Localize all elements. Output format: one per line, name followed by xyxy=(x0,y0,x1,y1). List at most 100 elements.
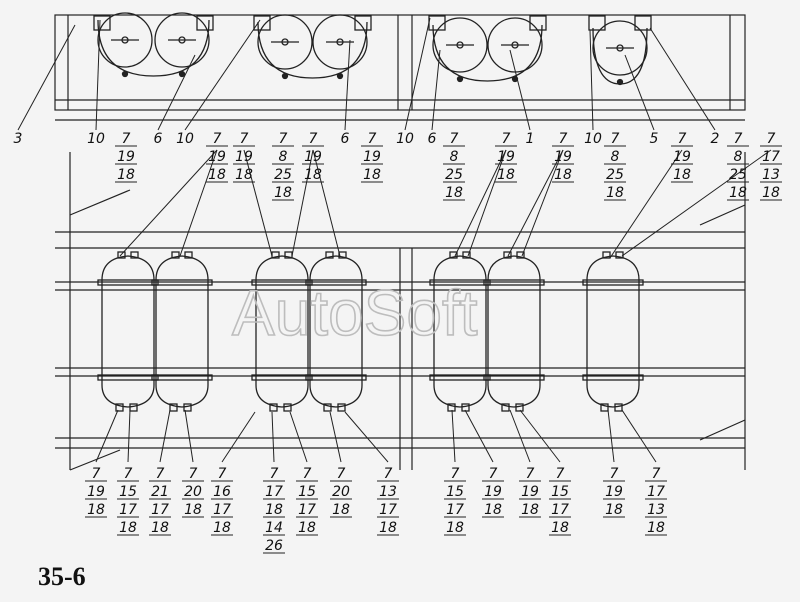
callout-number: 7 xyxy=(767,131,776,147)
callout-number: 25 xyxy=(606,167,624,183)
callout-number: 20 xyxy=(184,484,202,500)
lower-receivers xyxy=(97,251,644,412)
callout-number: 16 xyxy=(213,484,231,500)
callout-number: 18 xyxy=(298,520,316,536)
callout-number: 7 xyxy=(279,131,288,147)
callout-number: 7 xyxy=(610,466,619,482)
callout-number: 19 xyxy=(497,149,515,165)
callout-number: 19 xyxy=(235,149,253,165)
callout-stack: 7 15 17 18 xyxy=(296,466,318,536)
callout-number: 7 xyxy=(92,466,101,482)
callout-number: 18 xyxy=(151,520,169,536)
leader-lines xyxy=(17,17,772,463)
callout-number: 18 xyxy=(379,520,397,536)
callout-number: 7 xyxy=(189,466,198,482)
leader-line xyxy=(119,149,218,257)
figure-number: 35-6 xyxy=(38,562,86,591)
upper-receivers xyxy=(93,12,652,86)
upper-receiver xyxy=(432,17,488,83)
callout-number: 17 xyxy=(298,502,316,518)
mounting-strap xyxy=(253,15,372,79)
callout-stack: 10 xyxy=(87,131,105,147)
callout-number: 19 xyxy=(554,149,572,165)
callout-number: 18 xyxy=(235,167,253,183)
leader-line xyxy=(221,411,256,463)
leader-line xyxy=(609,149,683,259)
callout-stack: 10 xyxy=(176,131,194,147)
callout-number: 7 xyxy=(124,466,133,482)
callout-number: 15 xyxy=(446,484,464,500)
callout-number: 10 xyxy=(176,131,194,147)
leader-line xyxy=(289,411,308,463)
callout-number: 8 xyxy=(279,149,288,165)
leader-line xyxy=(431,49,441,131)
callout-number: 19 xyxy=(117,149,135,165)
callout-number: 15 xyxy=(119,484,137,500)
leader-line xyxy=(454,149,507,257)
callout-number: 18 xyxy=(521,502,539,518)
upper-receiver xyxy=(257,14,313,80)
callout-number: 7 xyxy=(450,131,459,147)
callout-number: 7 xyxy=(559,131,568,147)
lower-receiver xyxy=(97,251,159,412)
leader-line xyxy=(184,19,261,131)
callout-number: 19 xyxy=(208,149,226,165)
callout-number: 15 xyxy=(298,484,316,500)
callout-number: 18 xyxy=(213,520,231,536)
leader-line xyxy=(464,409,494,463)
leader-line xyxy=(17,24,76,131)
callout-number: 18 xyxy=(606,185,624,201)
callout-number: 19 xyxy=(605,484,623,500)
callout-number: 21 xyxy=(151,484,169,500)
callout-number: 7 xyxy=(303,466,312,482)
leader-line xyxy=(271,411,275,463)
callout-number: 6 xyxy=(428,131,437,147)
callout-number: 14 xyxy=(265,520,283,536)
callout-number: 17 xyxy=(119,502,137,518)
callout-number: 19 xyxy=(87,484,105,500)
callout-number: 7 xyxy=(678,131,687,147)
callout-number: 19 xyxy=(673,149,691,165)
leader-line xyxy=(589,29,594,131)
callout-number: 6 xyxy=(154,131,163,147)
callout-number: 18 xyxy=(304,167,322,183)
leader-line xyxy=(159,409,171,463)
leader-line xyxy=(621,149,772,257)
callout-number: 7 xyxy=(218,466,227,482)
callout-number: 10 xyxy=(584,131,602,147)
callout-number: 7 xyxy=(502,131,511,147)
leader-line xyxy=(521,149,564,257)
callout-number: 25 xyxy=(445,167,463,183)
callout-number: 18 xyxy=(363,167,381,183)
upper-receiver xyxy=(312,14,368,80)
upper-receiver xyxy=(154,12,210,78)
leader-line xyxy=(507,149,564,257)
callout-stack: 10 xyxy=(584,131,602,147)
lower-receiver xyxy=(305,251,367,412)
leader-line xyxy=(344,39,351,131)
callout-number: 18 xyxy=(554,167,572,183)
callout-number: 17 xyxy=(647,484,665,500)
lower-receiver xyxy=(483,251,545,412)
callout-number: 13 xyxy=(647,502,665,518)
callout-number: 17 xyxy=(151,502,169,518)
callout-number: 17 xyxy=(551,502,569,518)
callout-number: 7 xyxy=(213,131,222,147)
callout-number: 17 xyxy=(213,502,231,518)
callout-number: 7 xyxy=(270,466,279,482)
callout-number: 18 xyxy=(445,185,463,201)
callout-number: 18 xyxy=(605,502,623,518)
frame-structure xyxy=(54,14,746,471)
callout-number: 17 xyxy=(379,502,397,518)
